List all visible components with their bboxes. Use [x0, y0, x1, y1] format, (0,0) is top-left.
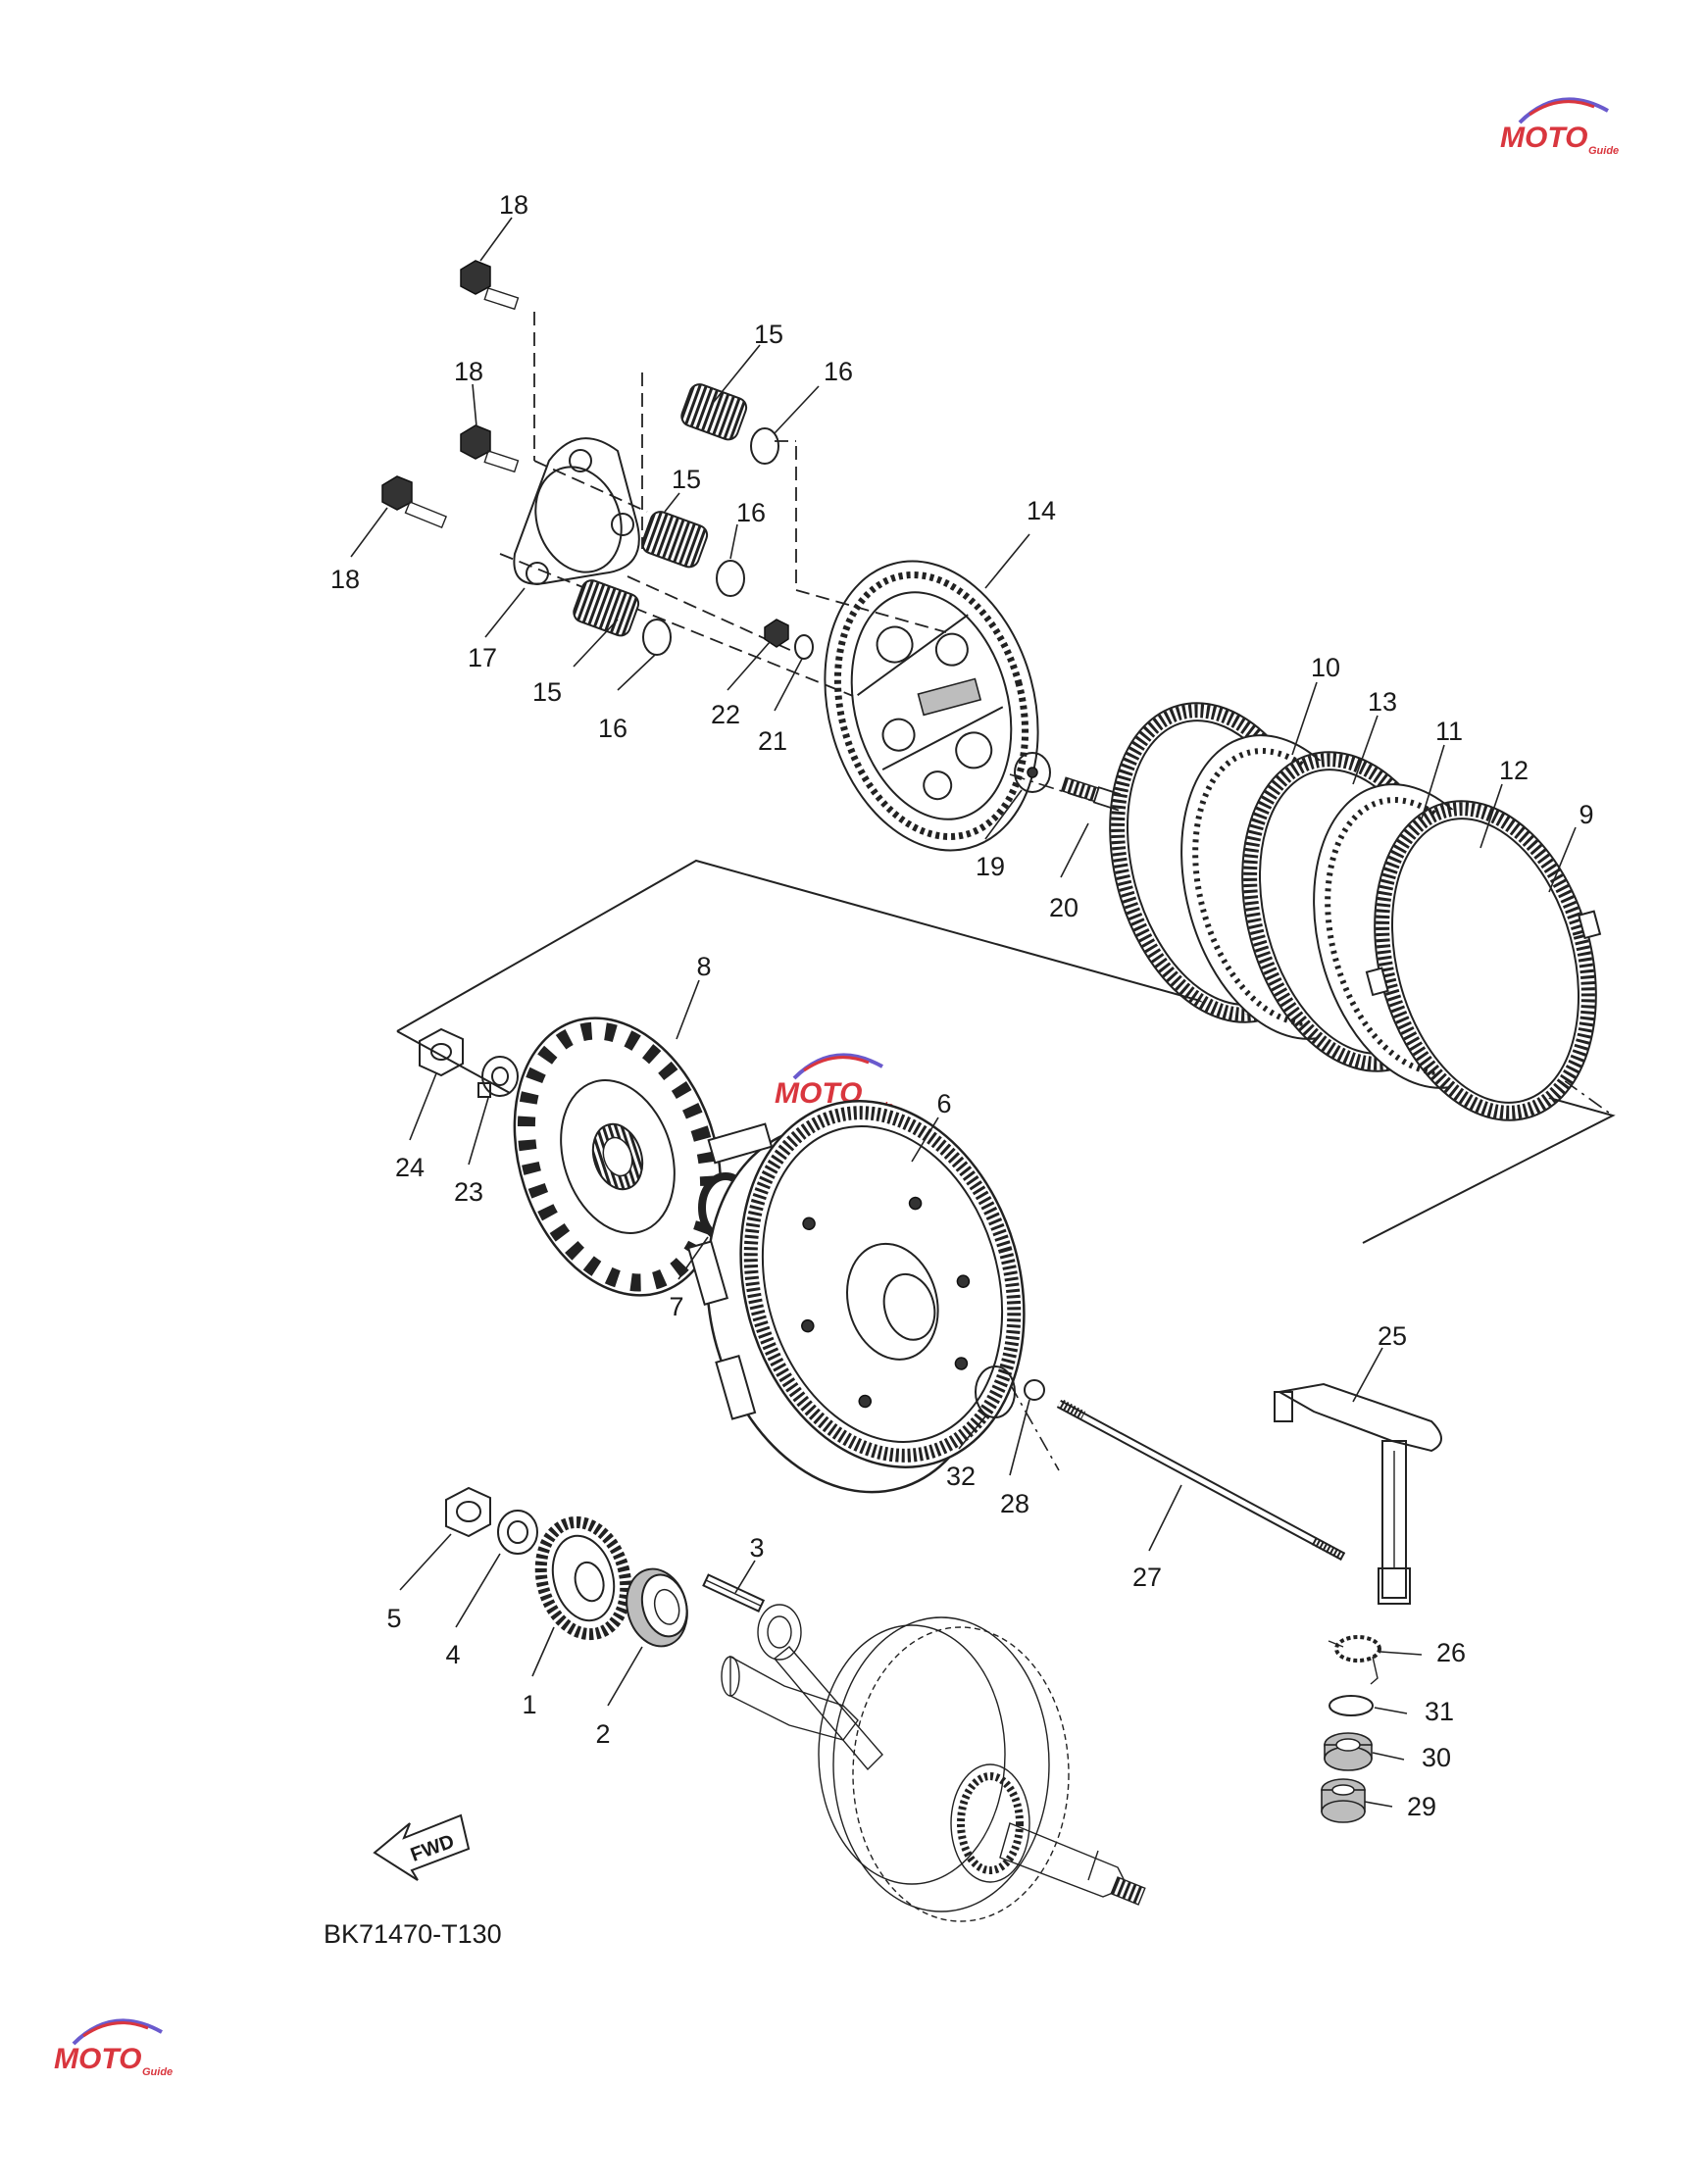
bolt-18-left	[381, 475, 447, 529]
diagram-reference-code: BK71470-T130	[324, 1919, 502, 1949]
part-label-7: 7	[669, 1292, 683, 1321]
svg-text:MOTO: MOTO	[54, 2043, 141, 2075]
part-label-9: 9	[1579, 800, 1593, 829]
circlip-31	[1329, 1695, 1374, 1716]
torsion-spring-26	[1328, 1635, 1381, 1685]
part-label-13: 13	[1368, 687, 1397, 717]
spacer-2	[626, 1567, 688, 1648]
clutch-spring-15-top	[680, 383, 748, 441]
watermark-logo-bottom-left: MOTO Guide	[54, 2018, 173, 2078]
watermark-text: MOTO	[1500, 122, 1587, 154]
part-label-21: 21	[758, 726, 787, 756]
washer-16-bottom	[642, 619, 672, 656]
forward-direction-arrow: FWD	[373, 1813, 471, 1881]
leader-lines	[350, 217, 1577, 1808]
svg-text:Guide: Guide	[1588, 145, 1619, 157]
part-label-20: 20	[1049, 893, 1078, 922]
part-label-19: 19	[976, 852, 1005, 881]
part-label-25: 25	[1378, 1321, 1407, 1351]
push-lever-25	[1274, 1382, 1442, 1605]
oil-seal-30	[1324, 1732, 1373, 1771]
clutch-spring-15-bottom	[573, 579, 640, 637]
part-label-15-middle: 15	[672, 465, 701, 494]
part-label-17: 17	[468, 643, 497, 672]
part-label-15-top: 15	[754, 320, 783, 349]
part-label-16-bottom: 16	[598, 714, 627, 743]
washer-19	[1014, 752, 1051, 793]
part-label-18-left: 18	[330, 565, 360, 594]
washer-16-middle	[716, 560, 745, 597]
spring-retainer-plate-17	[513, 437, 640, 585]
assembly-outline	[396, 859, 1616, 1244]
washer-16-top	[750, 427, 779, 465]
part-label-28: 28	[1000, 1489, 1029, 1518]
part-number-labels: 18 18 18 15 15 15 16 16 16 17 14 22 21 1…	[330, 190, 1594, 1821]
part-label-23: 23	[454, 1177, 483, 1207]
part-label-12: 12	[1499, 756, 1529, 785]
crankshaft	[721, 1604, 1146, 1922]
part-label-5: 5	[386, 1604, 401, 1633]
bolt-18-middle	[460, 424, 520, 473]
svg-text:Guide: Guide	[142, 2066, 173, 2078]
part-label-6: 6	[936, 1089, 951, 1118]
part-label-16-middle: 16	[736, 498, 766, 527]
part-label-18-middle: 18	[454, 357, 483, 386]
part-label-11: 11	[1435, 717, 1463, 746]
primary-drive-gear-1	[534, 1515, 632, 1641]
clutch-spring-15-middle	[641, 511, 709, 569]
part-label-27: 27	[1132, 1563, 1162, 1592]
fwd-label: FWD	[408, 1831, 457, 1866]
friction-plate-9	[1365, 800, 1602, 1121]
pressure-plate-14	[824, 560, 1039, 852]
part-label-4: 4	[445, 1640, 460, 1669]
watermark-logo-top-right: MOTO Guide	[1500, 97, 1619, 157]
o-ring-32	[975, 1365, 1016, 1418]
part-label-1: 1	[522, 1690, 536, 1719]
part-label-10: 10	[1311, 653, 1340, 682]
part-label-31: 31	[1425, 1697, 1454, 1726]
part-label-26: 26	[1436, 1638, 1466, 1667]
nut-5	[445, 1486, 491, 1538]
part-label-14: 14	[1027, 496, 1056, 525]
bolt-18-top	[460, 260, 520, 311]
washer-21	[794, 634, 814, 660]
part-label-3: 3	[749, 1533, 764, 1563]
needle-bearing-29	[1321, 1778, 1366, 1823]
push-lever-shaft-27	[1056, 1400, 1346, 1561]
clutch-housing-6	[686, 1100, 1026, 1494]
washer-4	[497, 1510, 538, 1555]
part-label-8: 8	[696, 952, 711, 981]
part-label-29: 29	[1407, 1792, 1436, 1821]
part-label-24: 24	[395, 1153, 425, 1182]
clutch-boss-8	[513, 1017, 723, 1297]
nut-22	[764, 619, 789, 648]
part-label-18-top: 18	[499, 190, 528, 220]
part-label-2: 2	[595, 1719, 610, 1749]
part-label-32: 32	[946, 1462, 976, 1491]
part-label-15-bottom: 15	[532, 677, 562, 707]
woodruff-key-3	[702, 1573, 766, 1613]
nut-24	[419, 1027, 464, 1077]
part-label-30: 30	[1422, 1743, 1451, 1772]
ball-28	[1024, 1379, 1045, 1401]
lock-washer-23	[477, 1056, 519, 1098]
part-label-16-top: 16	[824, 357, 853, 386]
part-label-22: 22	[711, 700, 740, 729]
